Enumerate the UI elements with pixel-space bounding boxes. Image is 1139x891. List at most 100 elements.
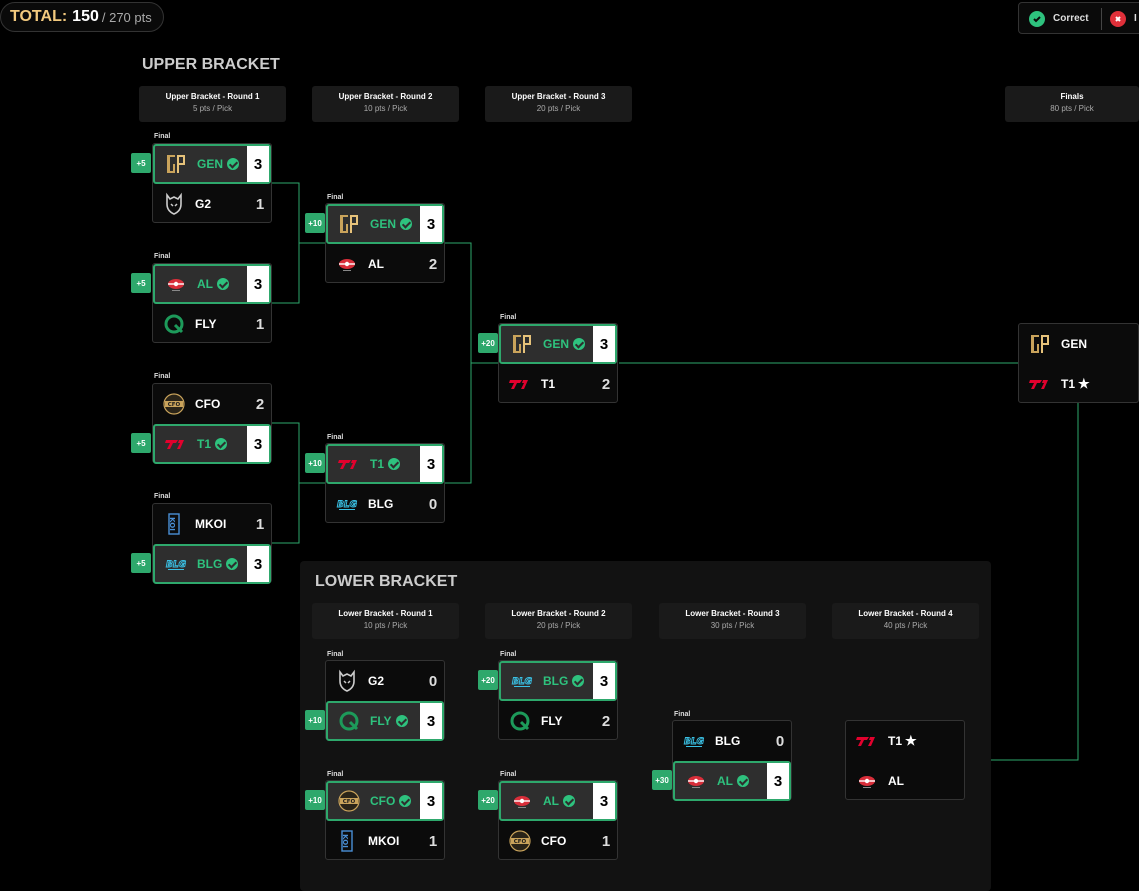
t1-logo-icon [336,451,362,477]
team-row[interactable]: BLG 0 [673,721,791,761]
team-row[interactable]: T1 3 [326,444,444,484]
points-badge: +5 [131,273,151,293]
points-badge: +5 [131,433,151,453]
al-logo-icon [334,251,360,277]
check-icon [399,794,412,807]
team-row[interactable]: AL [846,761,964,801]
round-points: 30 pts / Pick [710,621,755,630]
check-icon [217,277,229,290]
g2-logo-icon [334,668,360,694]
points-badge: +10 [305,453,325,473]
team-row[interactable]: CFO 1 [499,821,617,861]
round-name: Lower Bracket - Round 2 [511,609,606,618]
fly-logo-icon [507,708,533,734]
check-icon [226,557,239,570]
round-name: Lower Bracket - Round 4 [858,609,953,618]
match-lb-r4-m1[interactable]: T1★ AL [845,720,965,800]
x-icon [1110,11,1126,27]
t1-logo-icon [507,371,533,397]
final-label: Final [154,493,171,500]
team-row[interactable]: T1★ [846,721,964,761]
team-row[interactable]: GEN [1019,324,1138,364]
connector-ub-r2 [445,242,472,484]
final-label: Final [327,434,344,441]
final-label: Final [327,771,344,778]
team-score: 3 [593,326,615,362]
check-icon [215,437,228,450]
team-row[interactable]: AL 3 [499,781,617,821]
check-icon [1029,11,1045,27]
round-name: Finals [1060,92,1084,101]
team-name: CFO [195,397,221,411]
check-icon [388,457,401,470]
team-name: BLG [197,557,223,571]
total-max: / 270 pts [101,9,152,25]
round-points: 40 pts / Pick [883,621,928,630]
round-name: Upper Bracket - Round 2 [338,92,433,101]
team-name: GEN [197,157,224,171]
team-name: T1 [370,457,385,471]
final-label: Final [154,373,171,380]
gen-logo-icon [336,211,362,237]
fly-logo-icon [161,311,187,337]
team-score: 3 [420,446,442,482]
team-name: AL [543,794,559,808]
points-badge: +5 [131,553,151,573]
match-finals[interactable]: GEN T1★ [1018,323,1139,403]
mkoi-logo-icon [161,511,187,537]
team-row[interactable]: T1★ [1019,364,1138,404]
team-score: 0 [775,732,785,750]
team-name: CFO [541,834,567,848]
points-badge: +10 [305,213,325,233]
team-score: 3 [593,783,615,819]
team-name: GEN [1061,337,1088,351]
team-score: 3 [247,266,269,302]
team-row[interactable]: T1 3 [153,424,271,464]
final-label: Final [154,253,171,260]
match-lb-r2-m2[interactable]: AL 3 CFO 1 [498,780,618,860]
al-logo-icon [509,788,535,814]
team-name: FLY [370,714,392,728]
team-score: 3 [247,426,269,462]
check-icon [395,714,408,727]
connector-ub-r1-a [272,182,300,304]
round-name: Upper Bracket - Round 3 [511,92,606,101]
team-name: T1 [197,437,212,451]
team-name: BLG [715,734,741,748]
team-score: 3 [767,763,789,799]
team-score: 1 [601,832,611,850]
blg-logo-icon [681,728,707,754]
team-score: 0 [428,672,438,690]
